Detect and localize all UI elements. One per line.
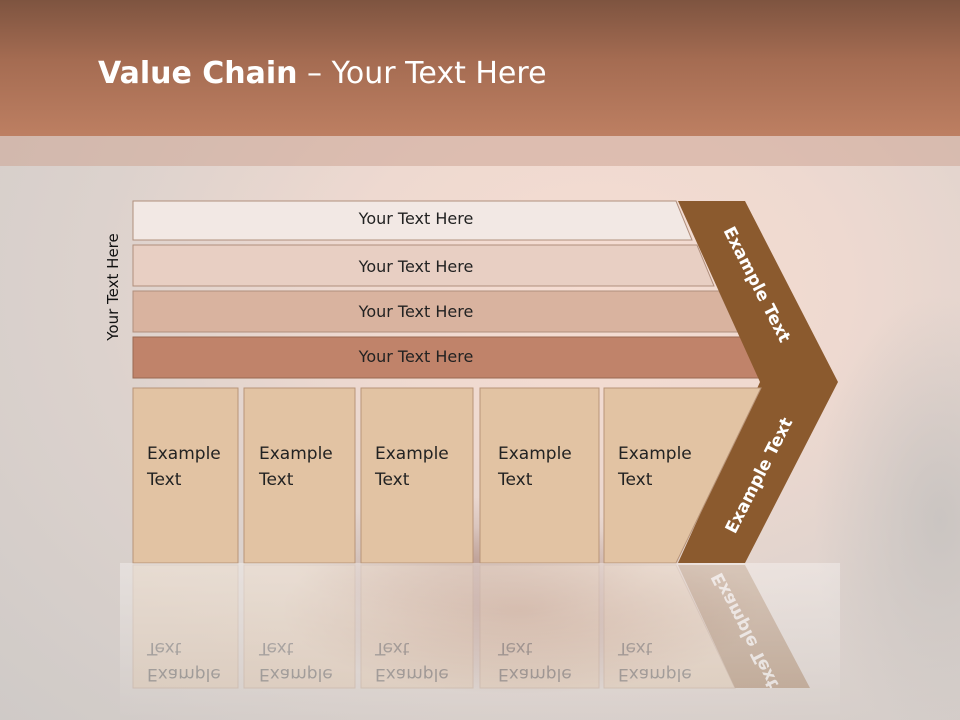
box-4-line2: Text — [497, 470, 533, 490]
row-label-1: Your Text Here — [358, 209, 474, 228]
box-2-line1: Example — [259, 444, 333, 464]
header-bar — [0, 0, 960, 136]
boxes-group: Example Text Example Text Example Text E… — [132, 387, 762, 564]
reflection-fade — [120, 563, 840, 720]
box-3-line1: Example — [375, 444, 449, 464]
box-2 — [243, 387, 356, 564]
box-3-line2: Text — [374, 470, 410, 490]
box-5-line1: Example — [618, 444, 692, 464]
box-3 — [360, 387, 474, 564]
row-shape-1 — [132, 200, 693, 241]
box-1-line1: Example — [147, 444, 221, 464]
box-1 — [132, 387, 239, 564]
box-4 — [479, 387, 600, 564]
rows-group: Your Text Here Your Text Here Your Text … — [132, 200, 763, 379]
box-4-line1: Example — [498, 444, 572, 464]
row-label-3: Your Text Here — [358, 302, 474, 321]
header-band — [0, 136, 960, 166]
box-2-line2: Text — [258, 470, 294, 490]
row-label-4: Your Text Here — [358, 347, 474, 366]
chevron-arrow — [678, 201, 838, 563]
box-5-line2: Text — [617, 470, 653, 490]
page-title: Value Chain – Your Text Here — [98, 56, 547, 91]
row-label-2: Your Text Here — [358, 257, 474, 276]
row-shape-2 — [132, 244, 715, 287]
title-bold: Value Chain — [98, 56, 298, 91]
box-1-line2: Text — [146, 470, 182, 490]
title-rest: – Your Text Here — [297, 56, 547, 91]
